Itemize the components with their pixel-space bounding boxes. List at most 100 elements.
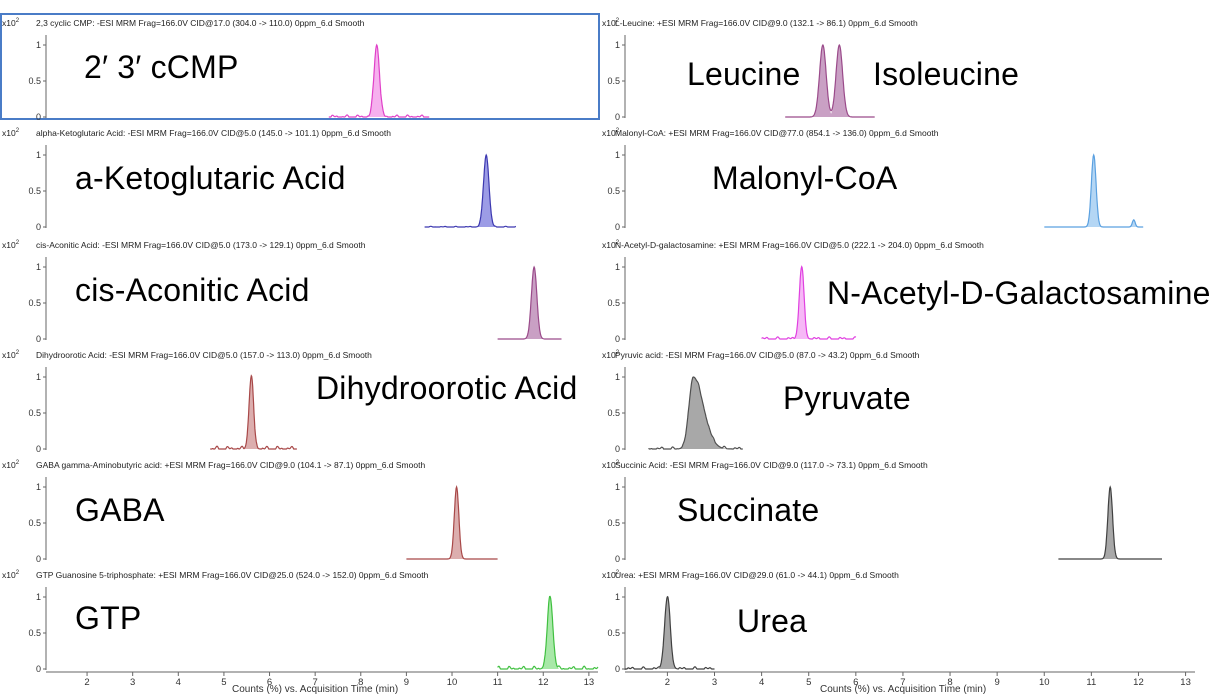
y-multiplier-base: x10	[2, 350, 16, 360]
peak-fill	[1102, 487, 1118, 559]
y-multiplier: x102	[602, 570, 619, 580]
x-tick-label: 2	[84, 677, 89, 688]
y-multiplier-exponent: 2	[615, 350, 620, 356]
chromatogram-plot: 10.50	[607, 145, 1144, 232]
y-multiplier-base: x10	[602, 350, 616, 360]
chromatogram-trace	[424, 153, 517, 228]
chromatogram-plot: 10.50	[607, 367, 743, 454]
chromatogram-plot: 10.50	[28, 367, 297, 454]
y-tick-label: 0	[36, 554, 41, 564]
y-multiplier: x102	[2, 460, 19, 470]
y-multiplier: x102	[2, 350, 19, 360]
y-multiplier: x102	[602, 460, 619, 470]
y-tick-label: 0	[36, 664, 41, 674]
compound-label: N-Acetyl-D-Galactosamine	[827, 275, 1211, 311]
compound-label: Succinate	[677, 492, 820, 528]
chromatogram-trace	[406, 485, 498, 560]
y-tick-label: 0.5	[607, 518, 620, 528]
compound-label: GTP	[75, 600, 142, 636]
x-tick-label: 3	[712, 677, 717, 688]
y-tick-label: 0.5	[607, 186, 620, 196]
compound-label: Pyruvate	[783, 380, 911, 416]
y-tick-label: 0	[36, 222, 41, 232]
chromatogram-plot: 10.50	[28, 257, 562, 344]
y-multiplier-base: x10	[2, 570, 16, 580]
x-tick-label: 4	[759, 677, 764, 688]
chromatogram-left-5[interactable]: x102 GTP Guanosine 5-triphosphate: +ESI M…	[0, 565, 600, 674]
y-tick-label: 0.5	[607, 298, 620, 308]
y-tick-label: 0.5	[607, 76, 620, 86]
chromatogram-trace	[1058, 485, 1162, 560]
peak-fill	[794, 267, 810, 339]
y-multiplier-exponent: 2	[15, 570, 20, 576]
y-multiplier: x102	[602, 128, 619, 138]
y-multiplier-base: x10	[602, 570, 616, 580]
y-tick-label: 0	[615, 112, 620, 122]
chromatogram-trace	[497, 265, 562, 340]
y-multiplier: x102	[2, 128, 19, 138]
x-tick-label: 11	[493, 677, 503, 688]
chromatogram-plot: 10.50	[607, 257, 857, 344]
y-tick-label: 0	[36, 334, 41, 344]
peak-fill	[525, 267, 543, 339]
y-multiplier-exponent: 2	[615, 460, 620, 466]
y-tick-label: 1	[36, 262, 41, 272]
y-multiplier-base: x10	[2, 240, 16, 250]
y-tick-label: 1	[615, 40, 620, 50]
chromatogram-header: N-Acetyl-D-galactosamine: +ESI MRM Frag=…	[615, 240, 984, 250]
x-tick-label: 10	[1039, 677, 1050, 688]
peak-fill	[812, 45, 834, 117]
x-tick-label: 13	[1180, 677, 1191, 688]
y-tick-label: 1	[615, 372, 620, 382]
peak-fill	[658, 597, 677, 669]
y-multiplier-exponent: 2	[15, 350, 20, 356]
x-tick-label: 2	[665, 677, 670, 688]
peak-fill	[449, 487, 464, 559]
compound-label: GABA	[75, 492, 165, 528]
y-multiplier-base: x10	[602, 460, 616, 470]
chromatogram-plot: 10.50	[607, 35, 875, 122]
y-multiplier-base: x10	[2, 460, 16, 470]
y-tick-label: 1	[36, 150, 41, 160]
compound-label: Urea	[737, 603, 808, 639]
chromatogram-header: GTP Guanosine 5-triphosphate: +ESI MRM F…	[36, 570, 429, 580]
y-multiplier-base: x10	[602, 128, 616, 138]
x-tick-label: 5	[221, 677, 226, 688]
chromatogram-trace	[210, 374, 297, 450]
chromatogram-header: L-Leucine: +ESI MRM Frag=166.0V CID@9.0 …	[615, 18, 918, 28]
compound-label-secondary: Isoleucine	[873, 56, 1020, 92]
chromatogram-plot: 10.50	[607, 587, 715, 674]
peak-fill	[477, 155, 495, 227]
y-tick-label: 0.5	[28, 518, 41, 528]
y-tick-label: 0	[615, 664, 620, 674]
y-tick-label: 0	[615, 444, 620, 454]
chromatogram-header: 2,3 cyclic CMP: -ESI MRM Frag=166.0V CID…	[36, 18, 365, 28]
compound-label: Leucine	[687, 56, 801, 92]
chromatogram-trace	[328, 43, 430, 118]
chromatogram-left-3[interactable]: x102 Dihydroorotic Acid: -ESI MRM Frag=16…	[0, 345, 600, 454]
x-tick-label: 11	[1086, 677, 1096, 688]
y-multiplier: x102	[602, 350, 619, 360]
chromatogram-trace	[1044, 153, 1144, 228]
y-tick-label: 0	[36, 444, 41, 454]
chromatogram-header: Dihydroorotic Acid: -ESI MRM Frag=166.0V…	[36, 350, 372, 360]
y-multiplier: x102	[2, 240, 19, 250]
x-tick-label: 9	[404, 677, 409, 688]
chromatogram-trace	[785, 43, 875, 118]
y-tick-label: 1	[36, 482, 41, 492]
y-multiplier-exponent: 2	[615, 570, 620, 576]
y-tick-label: 1	[615, 482, 620, 492]
x-tick-label: 3	[130, 677, 135, 688]
chromatogram-header: Pyruvic acid: -ESI MRM Frag=166.0V CID@5…	[615, 350, 920, 360]
x-tick-label: 9	[995, 677, 1000, 688]
